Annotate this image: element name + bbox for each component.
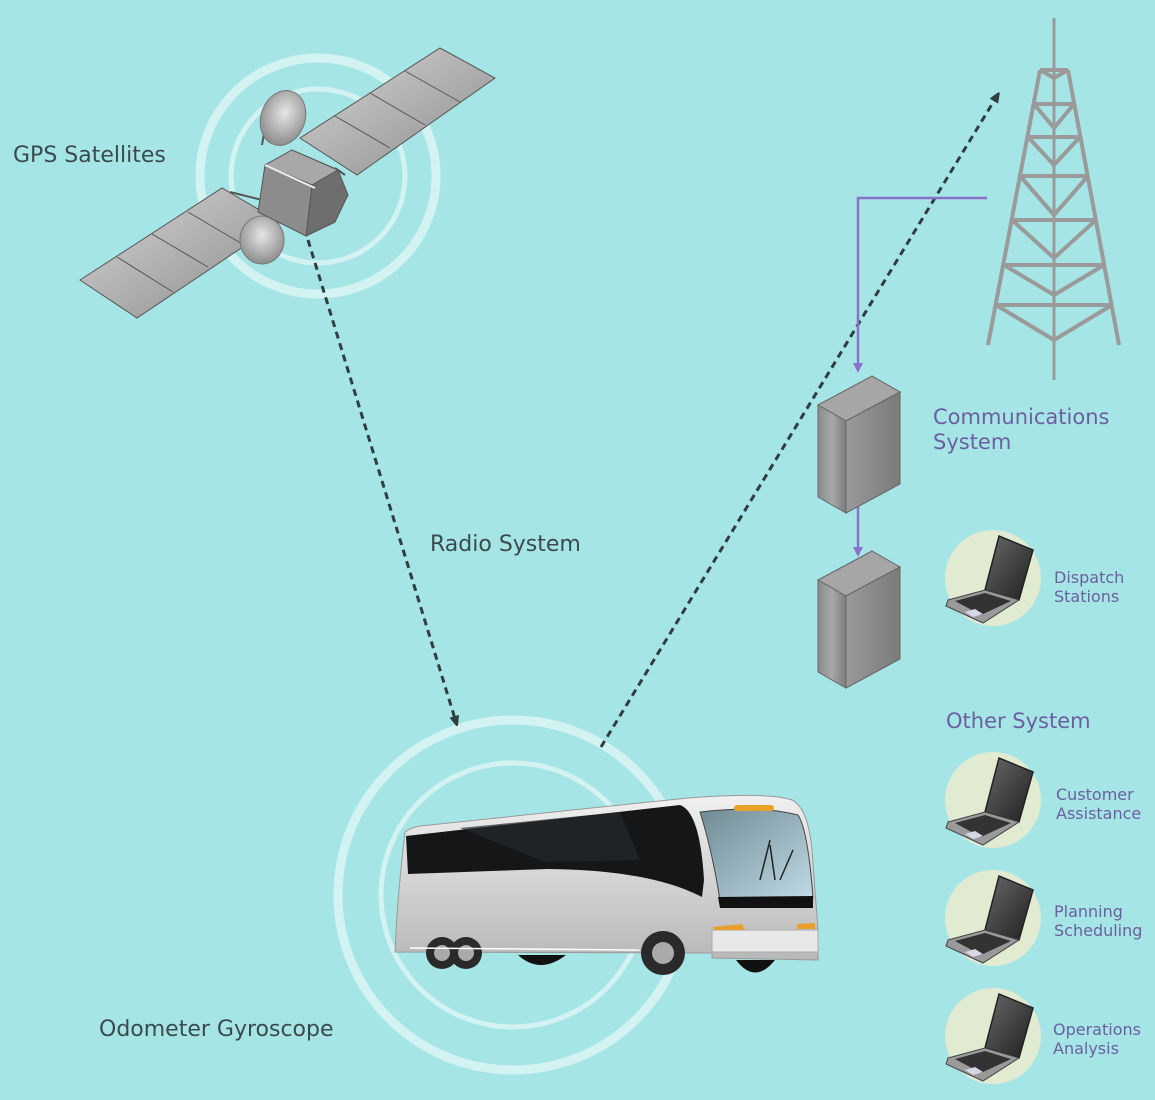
- radio-tower-icon: [986, 18, 1121, 380]
- odometer-gyroscope-label: Odometer Gyroscope: [99, 1017, 334, 1042]
- tower-to-server-connector: [853, 196, 987, 373]
- bus-icon: [394, 794, 819, 975]
- satellite-icon: [79, 47, 496, 319]
- laptop-icon-customer: [945, 752, 1041, 848]
- station-label-dispatch: Dispatch Stations: [1054, 568, 1125, 607]
- gps-satellites-label: GPS Satellites: [13, 143, 166, 168]
- station-label-planning: Planning Scheduling: [1054, 902, 1143, 941]
- station-label-customer: Customer Assistance: [1056, 785, 1142, 824]
- server-icon-communications: [816, 375, 902, 514]
- laptop-icon-operations: [945, 988, 1041, 1084]
- satellite-signal-rings: [195, 53, 441, 299]
- radio-link-satellite-to-bus: [306, 239, 456, 722]
- laptop-icon-dispatch: [945, 530, 1041, 626]
- server-icon-secondary: [816, 550, 902, 689]
- laptop-icon-planning: [945, 870, 1041, 966]
- other-system-label: Other System: [946, 709, 1091, 733]
- radio-link-bus-to-tower: [599, 96, 997, 748]
- communications-system-label: Communications System: [933, 405, 1110, 455]
- station-label-operations: Operations Analysis: [1053, 1020, 1141, 1059]
- radio-system-label: Radio System: [430, 532, 581, 557]
